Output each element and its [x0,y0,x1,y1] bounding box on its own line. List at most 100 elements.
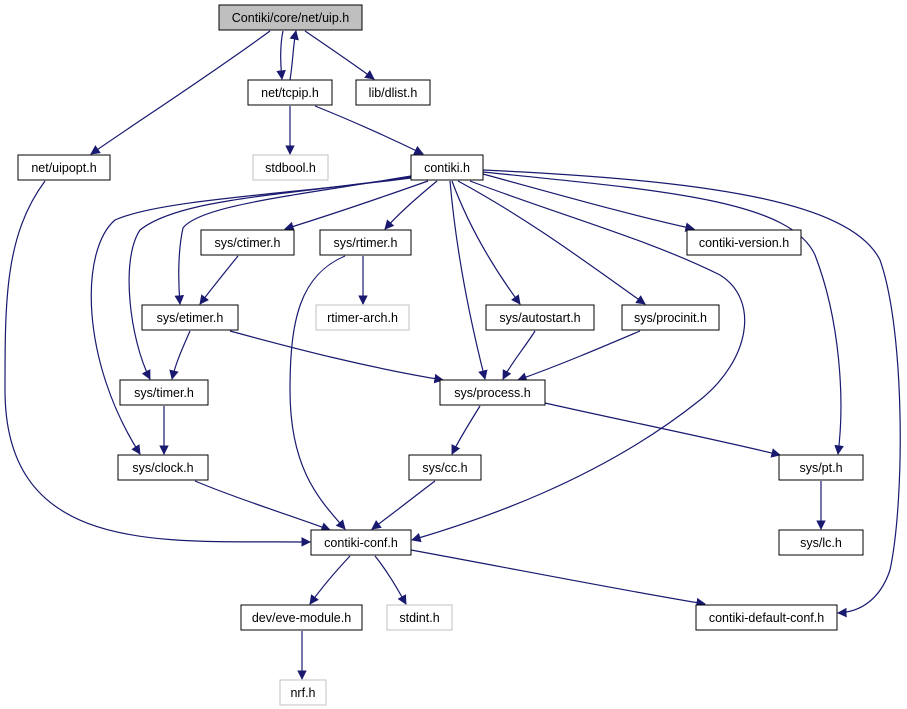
node-box [686,229,802,256]
edge-cc-to-cconf [371,480,436,530]
node-label: rtimer-arch.h [327,311,398,325]
edge-uip-to-tcpip [276,30,286,80]
node-nrf[interactable]: nrf.h [279,679,327,706]
node-box [141,304,239,331]
node-box [279,679,327,706]
node-pt[interactable]: sys/pt.h [778,454,864,481]
node-autostart[interactable]: sys/autostart.h [485,304,595,331]
edge-contiki-to-etimer [174,175,412,305]
node-uipopt[interactable]: net/uipopt.h [17,154,111,181]
node-label: sys/clock.h [132,461,193,475]
node-box [117,454,209,481]
node-ctimer[interactable]: sys/ctimer.h [200,229,295,256]
node-label: lib/dlist.h [369,86,418,100]
node-dlist[interactable]: lib/dlist.h [355,79,431,106]
node-label: dev/eve-module.h [252,611,351,625]
node-box [119,379,209,406]
node-cdefconf[interactable]: contiki-default-conf.h [695,604,838,631]
node-box [17,154,111,181]
edge-process-to-pt [544,402,781,458]
node-label: contiki-conf.h [324,536,398,550]
node-box [240,604,363,631]
edge-contiki-to-autostart [451,180,521,305]
node-box [218,4,363,31]
node-tcpip[interactable]: net/tcpip.h [247,79,333,106]
node-label: nrf.h [290,686,315,700]
edge-cconf-to-stdint [374,555,407,605]
node-label: sys/ctimer.h [215,236,281,250]
node-box [439,379,546,406]
node-label: contiki-default-conf.h [709,611,824,625]
node-box [778,529,864,556]
edge-tcpip-to-uip [289,30,299,81]
node-box [621,304,720,331]
node-label: sys/process.h [454,386,530,400]
node-label: sys/pt.h [799,461,842,475]
node-contiki[interactable]: contiki.h [410,154,484,181]
node-label: sys/autostart.h [499,311,580,325]
node-stdbool[interactable]: stdbool.h [252,154,329,181]
node-box [252,154,329,181]
node-etimer[interactable]: sys/etimer.h [141,304,239,331]
edge-uipopt-to-cconf [4,180,311,547]
edge-cconf-to-eve [309,555,351,605]
node-label: sys/procinit.h [634,311,707,325]
edges-layer [4,30,901,680]
edge-uip-to-uipopt [90,30,271,155]
node-label: Contiki/core/net/uip.h [232,11,349,25]
node-label: contiki.h [424,161,470,175]
node-box [355,79,431,106]
edge-etimer-to-process [229,330,444,384]
node-process[interactable]: sys/process.h [439,379,546,406]
edge-contiki-to-process [449,180,488,380]
node-box [410,154,484,181]
node-label: net/uipopt.h [31,161,96,175]
edge-contiki-to-clock [90,177,412,455]
node-uip[interactable]: Contiki/core/net/uip.h [218,4,363,31]
node-box [319,229,412,256]
node-box [408,454,482,481]
edge-contiki-to-rtimer [384,180,438,230]
edge-contiki-to-cdefconf [482,169,901,618]
node-label: stdint.h [399,611,439,625]
edge-ctimer-to-etimer [199,255,239,305]
edge-etimer-to-timer [169,330,191,380]
node-box [778,454,864,481]
node-label: sys/lc.h [800,536,842,550]
node-cc[interactable]: sys/cc.h [408,454,482,481]
edge-uip-to-dlist [304,30,375,80]
node-box [386,604,453,631]
node-rtimer[interactable]: sys/rtimer.h [319,229,412,256]
node-box [315,304,410,331]
node-label: sys/cc.h [422,461,467,475]
edge-contiki-to-cconf [411,180,746,543]
edge-autostart-to-process [502,330,536,380]
node-box [485,304,595,331]
node-lc[interactable]: sys/lc.h [778,529,864,556]
node-rtarch[interactable]: rtimer-arch.h [315,304,410,331]
edge-contiki-to-procinit [457,180,646,305]
edge-cconf-to-cdefconf [410,549,706,608]
node-cversion[interactable]: contiki-version.h [686,229,802,256]
node-label: net/tcpip.h [261,86,319,100]
node-label: stdbool.h [265,161,316,175]
node-stdint[interactable]: stdint.h [386,604,453,631]
edge-contiki-to-timer [128,176,412,380]
node-procinit[interactable]: sys/procinit.h [621,304,720,331]
node-cconf[interactable]: contiki-conf.h [310,529,412,556]
node-timer[interactable]: sys/timer.h [119,379,209,406]
node-clock[interactable]: sys/clock.h [117,454,209,481]
node-box [200,229,295,256]
node-box [310,529,412,556]
edge-contiki-to-cversion [482,173,695,232]
node-eve[interactable]: dev/eve-module.h [240,604,363,631]
edge-procinit-to-process [517,330,641,382]
edge-tcpip-to-contiki [314,105,424,155]
node-label: sys/etimer.h [157,311,224,325]
edge-contiki-to-pt [482,171,844,455]
node-label: sys/timer.h [134,386,194,400]
nodes-layer: Contiki/core/net/uip.h net/tcpip.h lib/dli… [17,4,864,706]
edge-clock-to-cconf [194,480,331,532]
edge-process-to-cc [451,405,481,455]
